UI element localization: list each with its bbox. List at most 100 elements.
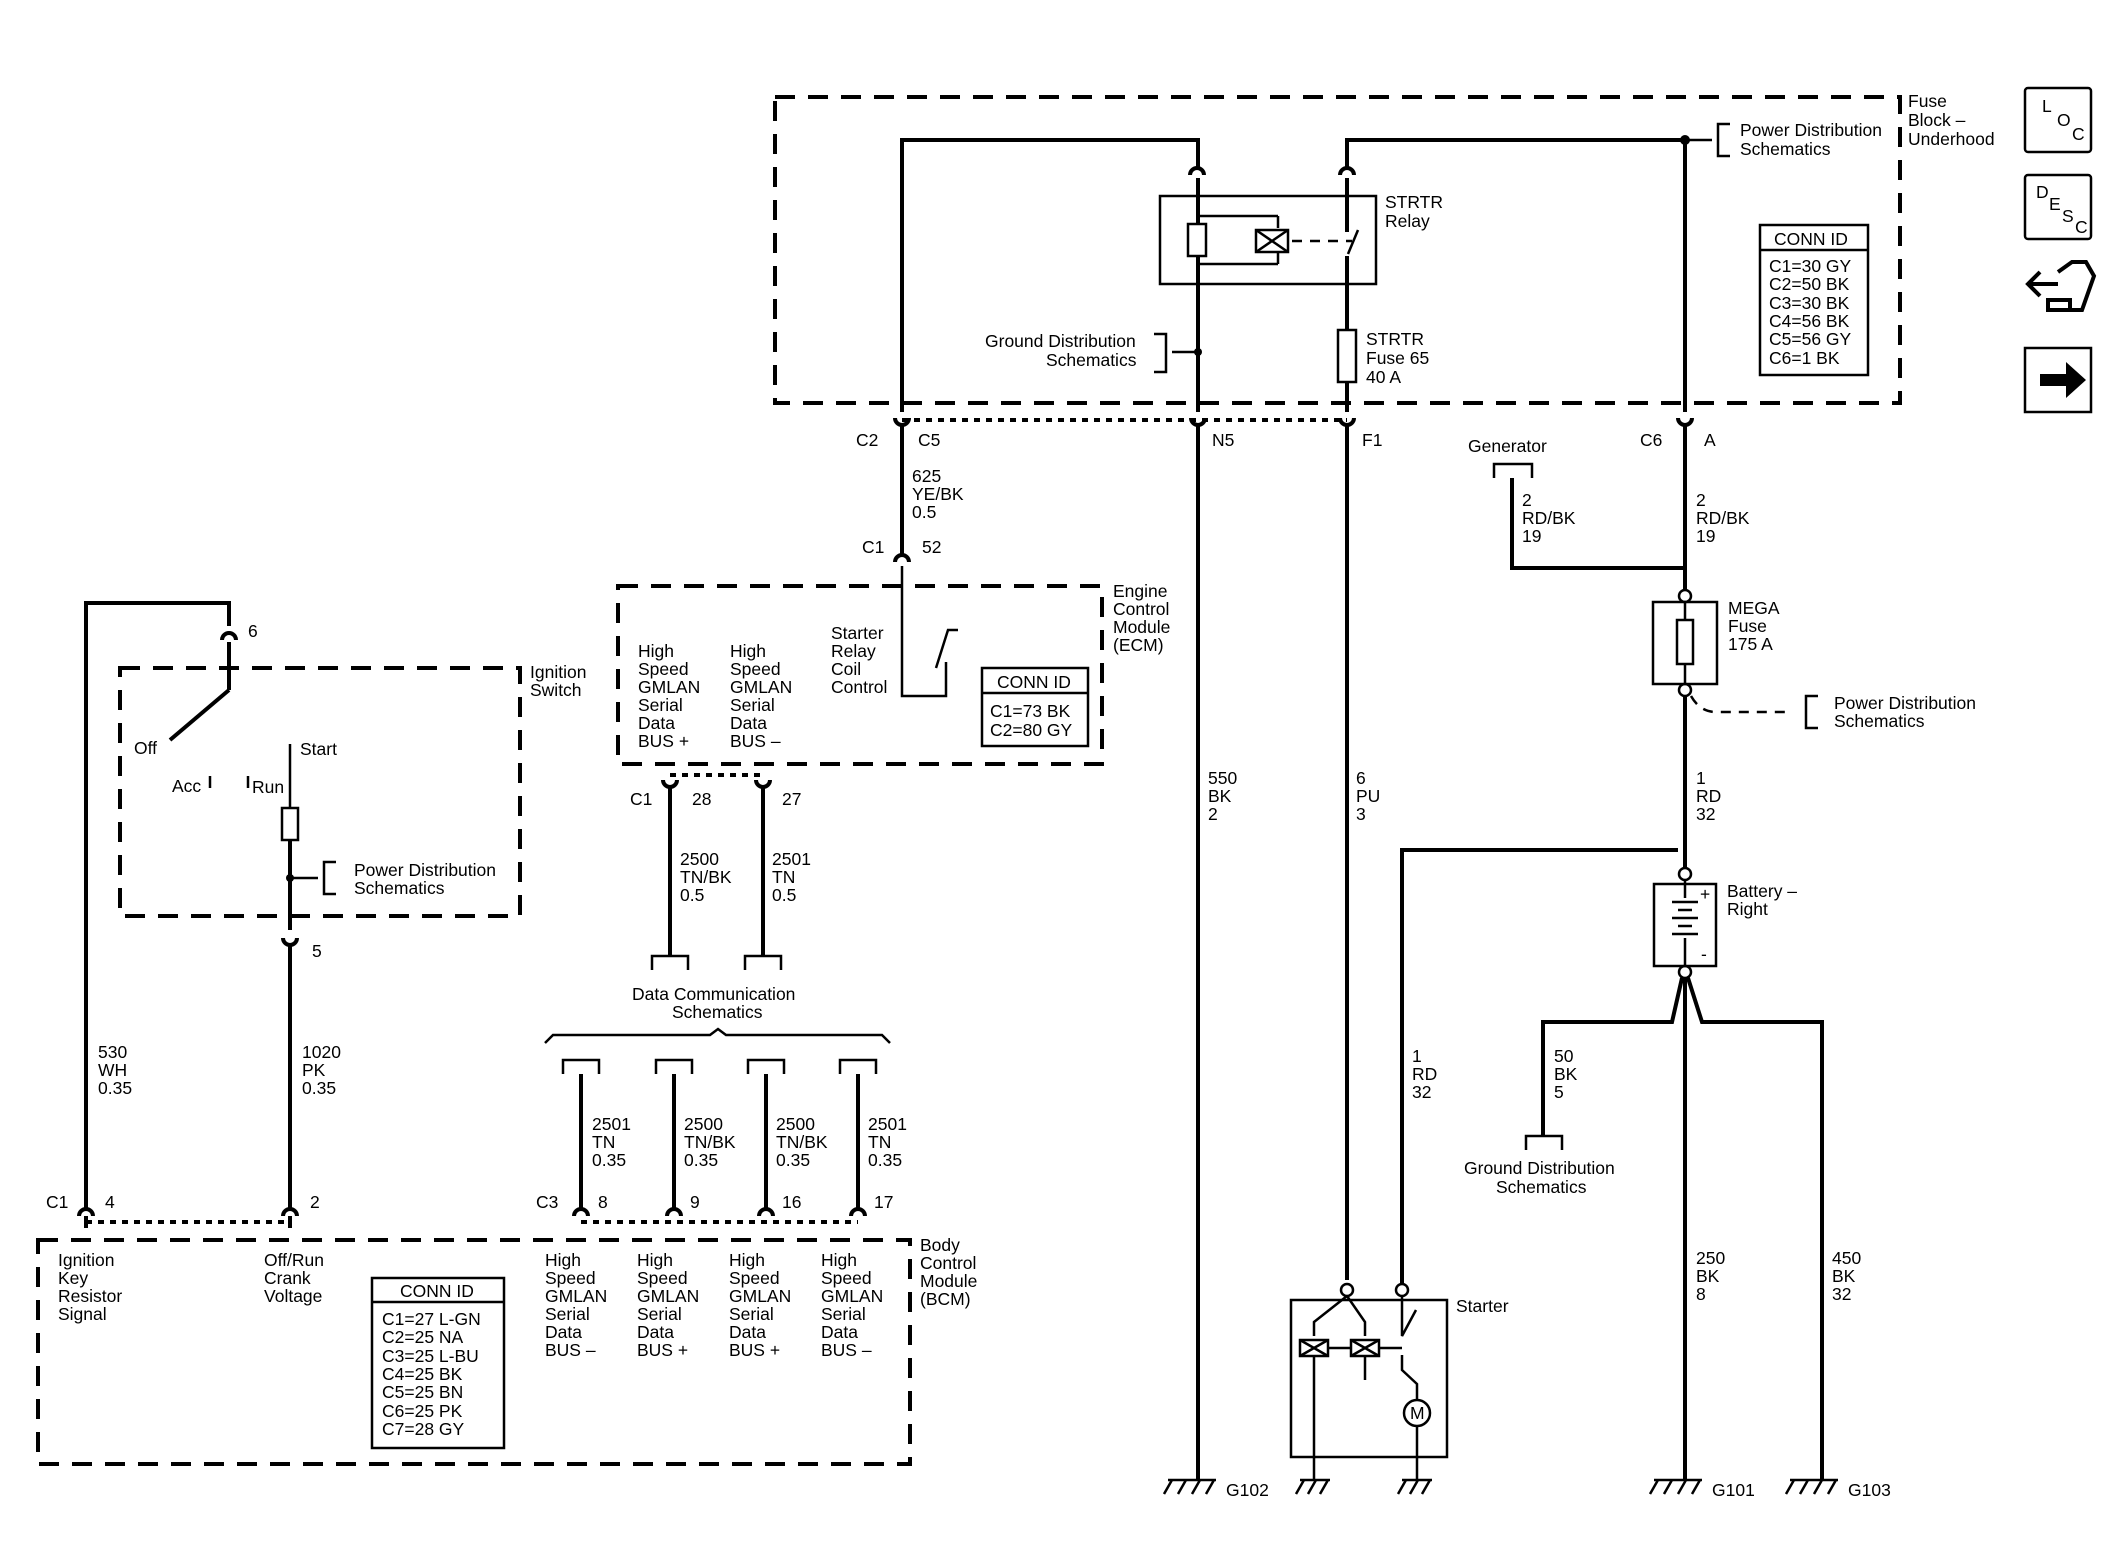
svg-text:40 A: 40 A <box>1366 367 1401 387</box>
wire-2500c-label: 2500 TN/BK 0.35 <box>776 1114 828 1170</box>
strtr-relay-label: STRTR Relay <box>1385 192 1443 231</box>
svg-text:Fuse 65: Fuse 65 <box>1366 348 1429 368</box>
conn-a: A <box>1704 430 1716 450</box>
switch-pos-run: Run <box>252 777 284 797</box>
wire-2500b-label: 2500 TN/BK 0.35 <box>684 1114 736 1170</box>
conn-ecm-27: 27 <box>782 789 801 809</box>
svg-text:GMLAN: GMLAN <box>545 1286 607 1306</box>
svg-text:2: 2 <box>1522 490 1532 510</box>
svg-text:Schematics: Schematics <box>354 878 445 898</box>
ground-g101: G101 <box>1648 1478 1755 1500</box>
svg-text:19: 19 <box>1522 526 1541 546</box>
svg-text:Data: Data <box>821 1322 858 1342</box>
ecm-pin-starter-control: Starter Relay Coil Control <box>831 623 887 697</box>
svg-text:Relay: Relay <box>1385 211 1430 231</box>
fuse-block-conn-table: CONN ID C1=30 GY C2=50 BK C3=30 BK C4=56… <box>1758 223 1870 377</box>
svg-text:625: 625 <box>912 466 941 486</box>
power-dist-ref-switch: Power Distribution Schematics <box>290 860 496 898</box>
bcm-pin-off-run-crank: Off/Run Crank Voltage <box>264 1250 324 1306</box>
wire-2a-label: 2 RD/BK 19 <box>1522 490 1576 546</box>
svg-text:WH: WH <box>98 1060 127 1080</box>
svg-text:CONN ID: CONN ID <box>997 672 1071 692</box>
wire-250-label: 250 BK 8 <box>1696 1248 1725 1304</box>
wire-450-label: 450 BK 32 <box>1832 1248 1861 1304</box>
svg-text:STRTR: STRTR <box>1385 192 1443 212</box>
desc-button[interactable]: D E S C <box>2023 173 2093 241</box>
wire-50-label: 50 BK 5 <box>1554 1046 1578 1102</box>
svg-text:Ground Distribution: Ground Distribution <box>1464 1158 1615 1178</box>
loc-button[interactable]: L O C <box>2023 86 2093 154</box>
svg-text:TN/BK: TN/BK <box>684 1132 736 1152</box>
wire-2501c-label: 2501 TN 0.35 <box>868 1114 907 1170</box>
svg-text:BUS +: BUS + <box>637 1340 688 1360</box>
svg-text:CONN ID: CONN ID <box>1774 229 1848 249</box>
conn-bcm-c3: C3 <box>536 1192 558 1212</box>
loc-letter-c: C <box>2072 124 2085 144</box>
svg-text:Serial: Serial <box>638 695 683 715</box>
svg-text:8: 8 <box>1696 1284 1706 1304</box>
loc-letter-o: O <box>2057 110 2071 130</box>
ignition-switch-outline <box>118 666 522 918</box>
ecm-conn-table: CONN ID C1=73 BK C2=80 GY <box>980 666 1090 748</box>
svg-text:BK: BK <box>1554 1064 1578 1084</box>
svg-text:C1=27 L-GN: C1=27 L-GN <box>382 1309 481 1329</box>
generator-ref: Generator <box>1468 436 1547 478</box>
desc-letter-c: C <box>2075 217 2088 237</box>
svg-text:CONN ID: CONN ID <box>400 1281 474 1301</box>
wire-1-label: 1 RD 32 <box>1696 768 1721 824</box>
conn-ecm-28: 28 <box>692 789 711 809</box>
ecm-pin-bus-plus: High Speed GMLAN Serial Data BUS + <box>638 641 700 751</box>
loc-letter-l: L <box>2042 96 2052 116</box>
svg-text:Power Distribution: Power Distribution <box>1740 120 1882 140</box>
svg-text:PU: PU <box>1356 786 1380 806</box>
svg-text:BUS –: BUS – <box>730 731 781 751</box>
bcm-conn-table: CONN ID C1=27 L-GN C2=25 NA C3=25 L-BU C… <box>370 1276 506 1450</box>
wire-6-label: 6 PU 3 <box>1356 768 1380 824</box>
wire-530-label: 530 WH 0.35 <box>98 1042 132 1098</box>
svg-text:Crank: Crank <box>264 1268 311 1288</box>
svg-text:Body: Body <box>920 1235 960 1255</box>
svg-text:Data: Data <box>638 713 675 733</box>
conn-ecm-c1: C1 <box>862 537 884 557</box>
ground-g102: G102 <box>1162 1478 1269 1500</box>
connector-icon[interactable] <box>2025 260 2097 312</box>
svg-text:2501: 2501 <box>592 1114 631 1134</box>
svg-text:0.35: 0.35 <box>592 1150 626 1170</box>
svg-text:Control: Control <box>831 677 887 697</box>
svg-text:0.35: 0.35 <box>776 1150 810 1170</box>
bcm-label: Body Control Module (BCM) <box>920 1235 977 1309</box>
conn-n5: N5 <box>1212 430 1234 450</box>
svg-text:RD: RD <box>1696 786 1721 806</box>
svg-text:High: High <box>545 1250 581 1270</box>
svg-text:Battery –: Battery – <box>1727 881 1797 901</box>
svg-text:C5=56 GY: C5=56 GY <box>1769 329 1852 349</box>
conn-c2: C2 <box>856 430 878 450</box>
conn-bcm-9: 9 <box>690 1192 700 1212</box>
svg-text:32: 32 <box>1696 804 1715 824</box>
svg-text:+: + <box>1700 884 1710 904</box>
svg-text:Power Distribution: Power Distribution <box>354 860 496 880</box>
svg-text:5: 5 <box>1554 1082 1564 1102</box>
svg-text:C2=50 BK: C2=50 BK <box>1769 274 1850 294</box>
svg-text:1: 1 <box>1696 768 1706 788</box>
svg-text:Data Communication: Data Communication <box>632 984 795 1004</box>
strtr-relay <box>1158 166 1378 412</box>
svg-text:C1=73 BK: C1=73 BK <box>990 701 1071 721</box>
svg-text:Data: Data <box>729 1322 766 1342</box>
svg-text:RD/BK: RD/BK <box>1696 508 1750 528</box>
svg-text:C3=25 L-BU: C3=25 L-BU <box>382 1346 479 1366</box>
svg-text:Engine: Engine <box>1113 581 1168 601</box>
svg-text:Signal: Signal <box>58 1304 107 1324</box>
svg-text:C7=28 GY: C7=28 GY <box>382 1419 465 1439</box>
ecm-outline <box>616 584 1104 766</box>
switch-pos-acc: Acc <box>172 776 201 796</box>
svg-text:BUS –: BUS – <box>821 1340 872 1360</box>
svg-text:G103: G103 <box>1848 1480 1891 1500</box>
ground-dist-ref-fuse: Ground Distribution Schematics <box>985 331 1202 374</box>
svg-text:GMLAN: GMLAN <box>637 1286 699 1306</box>
arrow-right-icon[interactable] <box>2023 346 2093 414</box>
svg-text:C6=1 BK: C6=1 BK <box>1769 348 1840 368</box>
svg-text:2500: 2500 <box>680 849 719 869</box>
svg-text:Relay: Relay <box>831 641 876 661</box>
